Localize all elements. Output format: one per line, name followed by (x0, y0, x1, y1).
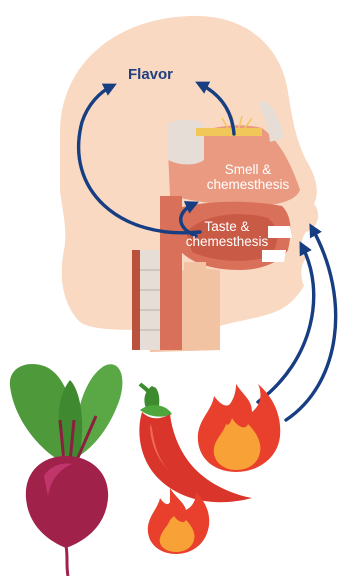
smell-label-line2: chemesthesis (198, 177, 298, 192)
flavor-label: Flavor (128, 66, 173, 83)
beetroot-icon (10, 364, 123, 576)
beet-root (26, 456, 108, 548)
spine-cord (132, 250, 140, 350)
airway (184, 262, 206, 350)
beet-tail (66, 546, 68, 576)
sinus-bone (168, 120, 204, 165)
smell-label-line1: Smell & (198, 162, 298, 177)
spine (140, 250, 160, 350)
teeth-lower (262, 250, 286, 262)
taste-label-line1: Taste & (172, 219, 282, 234)
taste-label-line2: chemesthesis (172, 234, 282, 249)
smell-chemesthesis-label: Smell & chemesthesis (198, 162, 298, 192)
taste-chemesthesis-label: Taste & chemesthesis (172, 219, 282, 249)
